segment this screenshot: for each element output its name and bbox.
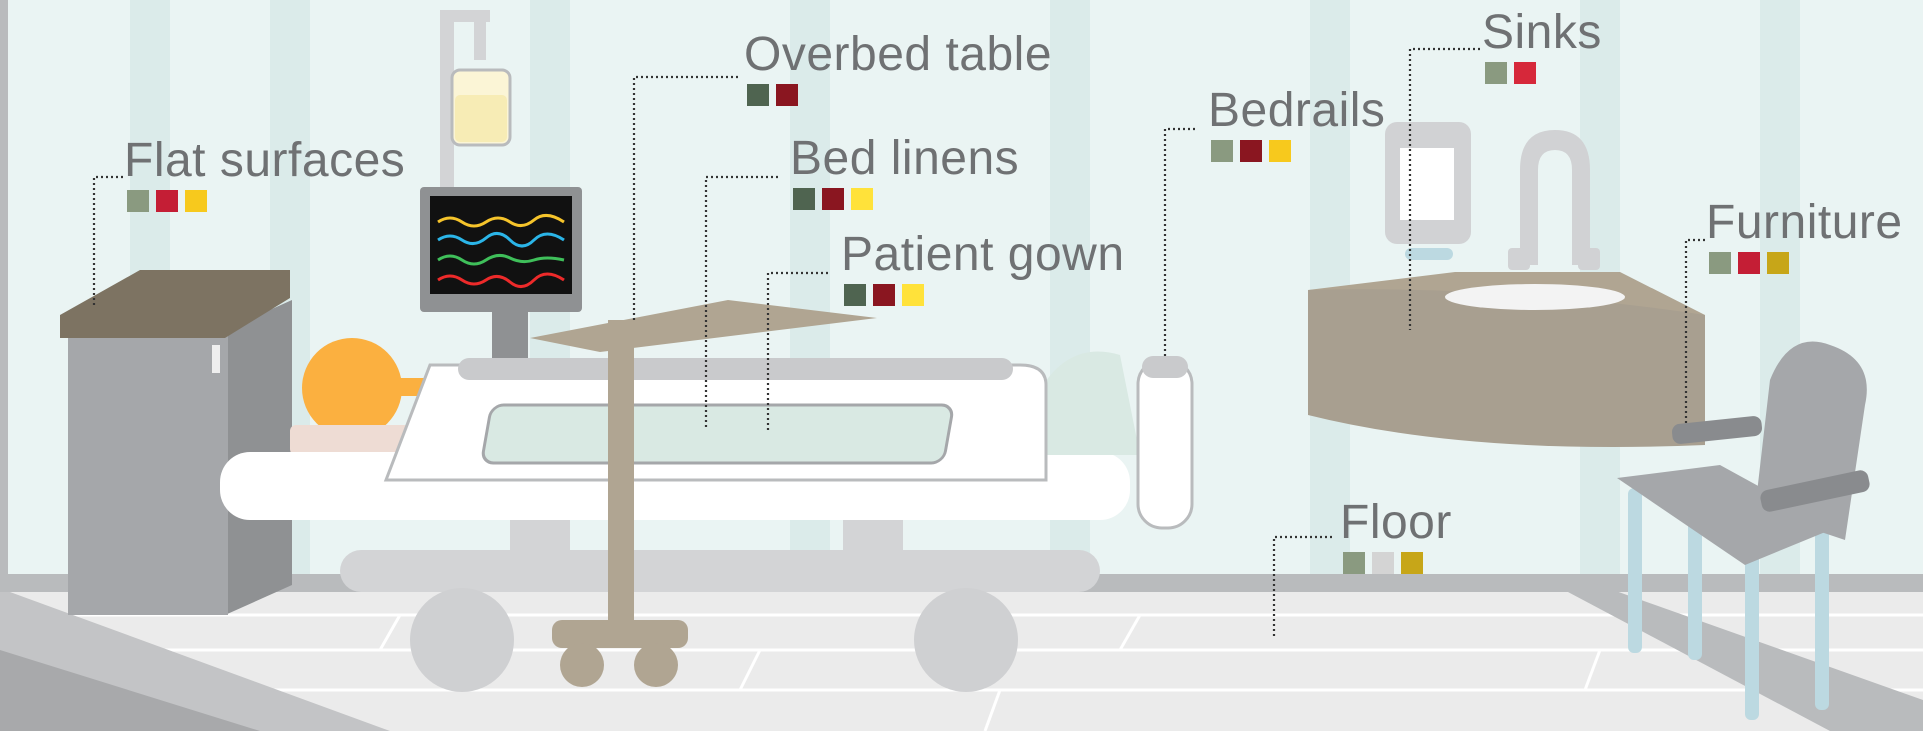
iv-hook	[474, 10, 486, 60]
label-furniture-text: Furniture	[1706, 196, 1903, 249]
faucet	[1520, 130, 1590, 265]
monitor-screen	[430, 196, 572, 294]
label-overbed-table-text: Overbed table	[744, 28, 1053, 81]
overbed-table-base	[552, 620, 688, 648]
overbed-wheel-left	[560, 643, 604, 687]
label-sinks-swatches	[1485, 62, 1536, 84]
label-overbed-table: Overbed table	[744, 30, 1052, 106]
color-swatch-maroon	[873, 284, 895, 306]
cabinet-handle	[212, 345, 220, 373]
chair	[1617, 341, 1870, 720]
label-flat-surfaces: Flat surfaces	[124, 136, 405, 212]
color-swatch-dark-green	[747, 84, 769, 106]
cabinet-top	[60, 270, 290, 338]
color-swatch-dark-green	[844, 284, 866, 306]
chair-leg-3	[1745, 550, 1759, 720]
color-swatch-bright-yellow	[851, 188, 873, 210]
label-furniture: Furniture	[1706, 198, 1903, 274]
label-floor: Floor	[1340, 498, 1452, 574]
sink-counter-front	[1308, 289, 1705, 447]
leader-sinks	[1408, 47, 1480, 330]
chair-leg-4	[1815, 520, 1829, 710]
footboard	[1136, 358, 1194, 530]
iv-fluid	[455, 95, 507, 142]
faucet-handle-right	[1578, 248, 1600, 270]
pillow	[290, 425, 410, 455]
color-swatch-light-gray	[1372, 552, 1394, 574]
color-swatch-sage	[1485, 62, 1507, 84]
bed-wheel-right	[914, 588, 1018, 692]
chair-leg-1	[1628, 488, 1642, 653]
chair-leg-2	[1688, 505, 1702, 660]
label-floor-text: Floor	[1340, 496, 1452, 549]
color-swatch-sage	[1709, 252, 1731, 274]
color-swatch-dark-green	[793, 188, 815, 210]
sink-basin	[1445, 284, 1625, 310]
label-sinks: Sinks	[1482, 8, 1602, 84]
color-swatch-yellow	[185, 190, 207, 212]
color-swatch-red	[1738, 252, 1760, 274]
soap-window	[1400, 148, 1454, 220]
wave-red	[437, 272, 565, 288]
patient-neck	[395, 378, 425, 396]
leader-lines	[92, 47, 1705, 636]
patient-head	[302, 338, 402, 438]
color-swatch-maroon	[776, 84, 798, 106]
iv-pole	[440, 12, 454, 207]
label-bed-linens-text: Bed linens	[790, 132, 1020, 185]
label-flat-surfaces-swatches	[127, 190, 207, 212]
cabinet-front	[68, 330, 228, 615]
label-patient-gown: Patient gown	[841, 230, 1125, 306]
leader-patient-gown	[766, 271, 828, 430]
label-bedrails-text: Bedrails	[1208, 84, 1386, 137]
chair-seat	[1617, 465, 1835, 565]
soap-drip	[1405, 248, 1453, 260]
bed-rail-top	[458, 358, 1013, 380]
label-bed-linens-swatches	[793, 188, 873, 210]
label-sinks-text: Sinks	[1482, 6, 1602, 59]
bed-wheel-left	[410, 588, 514, 692]
label-patient-gown-text: Patient gown	[841, 228, 1125, 281]
color-swatch-sage	[1343, 552, 1365, 574]
chair-arm-back	[1671, 416, 1763, 444]
footboard-cap	[1142, 356, 1188, 378]
overbed-table-post	[608, 320, 634, 625]
label-overbed-table-swatches	[747, 84, 798, 106]
color-swatch-red	[156, 190, 178, 212]
label-furniture-swatches	[1709, 252, 1789, 274]
monitor-waves	[437, 214, 565, 288]
color-swatch-yellow	[1269, 140, 1291, 162]
floor-left-edge-shade	[0, 650, 260, 731]
label-bedrails-swatches	[1211, 140, 1291, 162]
leader-bed-linens	[704, 175, 778, 430]
color-swatch-sage	[127, 190, 149, 212]
leader-bedrails	[1163, 127, 1195, 356]
bed-legs-blanket	[1040, 351, 1140, 455]
label-patient-gown-swatches	[844, 284, 924, 306]
color-swatch-maroon	[1240, 140, 1262, 162]
label-bed-linens: Bed linens	[790, 134, 1019, 210]
overbed-wheel-right	[634, 643, 678, 687]
color-swatch-olive-gold	[1401, 552, 1423, 574]
leader-furniture	[1684, 238, 1705, 425]
wave-blue	[437, 232, 565, 248]
label-floor-swatches	[1343, 552, 1423, 574]
color-swatch-bright-yellow	[902, 284, 924, 306]
label-flat-surfaces-text: Flat surfaces	[124, 134, 406, 187]
window-frame-left	[0, 0, 8, 580]
faucet-handle-left	[1508, 248, 1530, 270]
color-swatch-olive-gold	[1767, 252, 1789, 274]
color-swatch-maroon	[822, 188, 844, 210]
wave-green	[437, 253, 565, 266]
color-swatch-sage	[1211, 140, 1233, 162]
bed-linen	[481, 403, 954, 465]
chair-arm-front	[1760, 470, 1870, 512]
wave-yellow	[437, 214, 565, 228]
bed-base	[340, 550, 1100, 592]
leader-overbed-table	[632, 75, 738, 320]
label-bedrails: Bedrails	[1208, 86, 1385, 162]
color-swatch-crimson	[1514, 62, 1536, 84]
